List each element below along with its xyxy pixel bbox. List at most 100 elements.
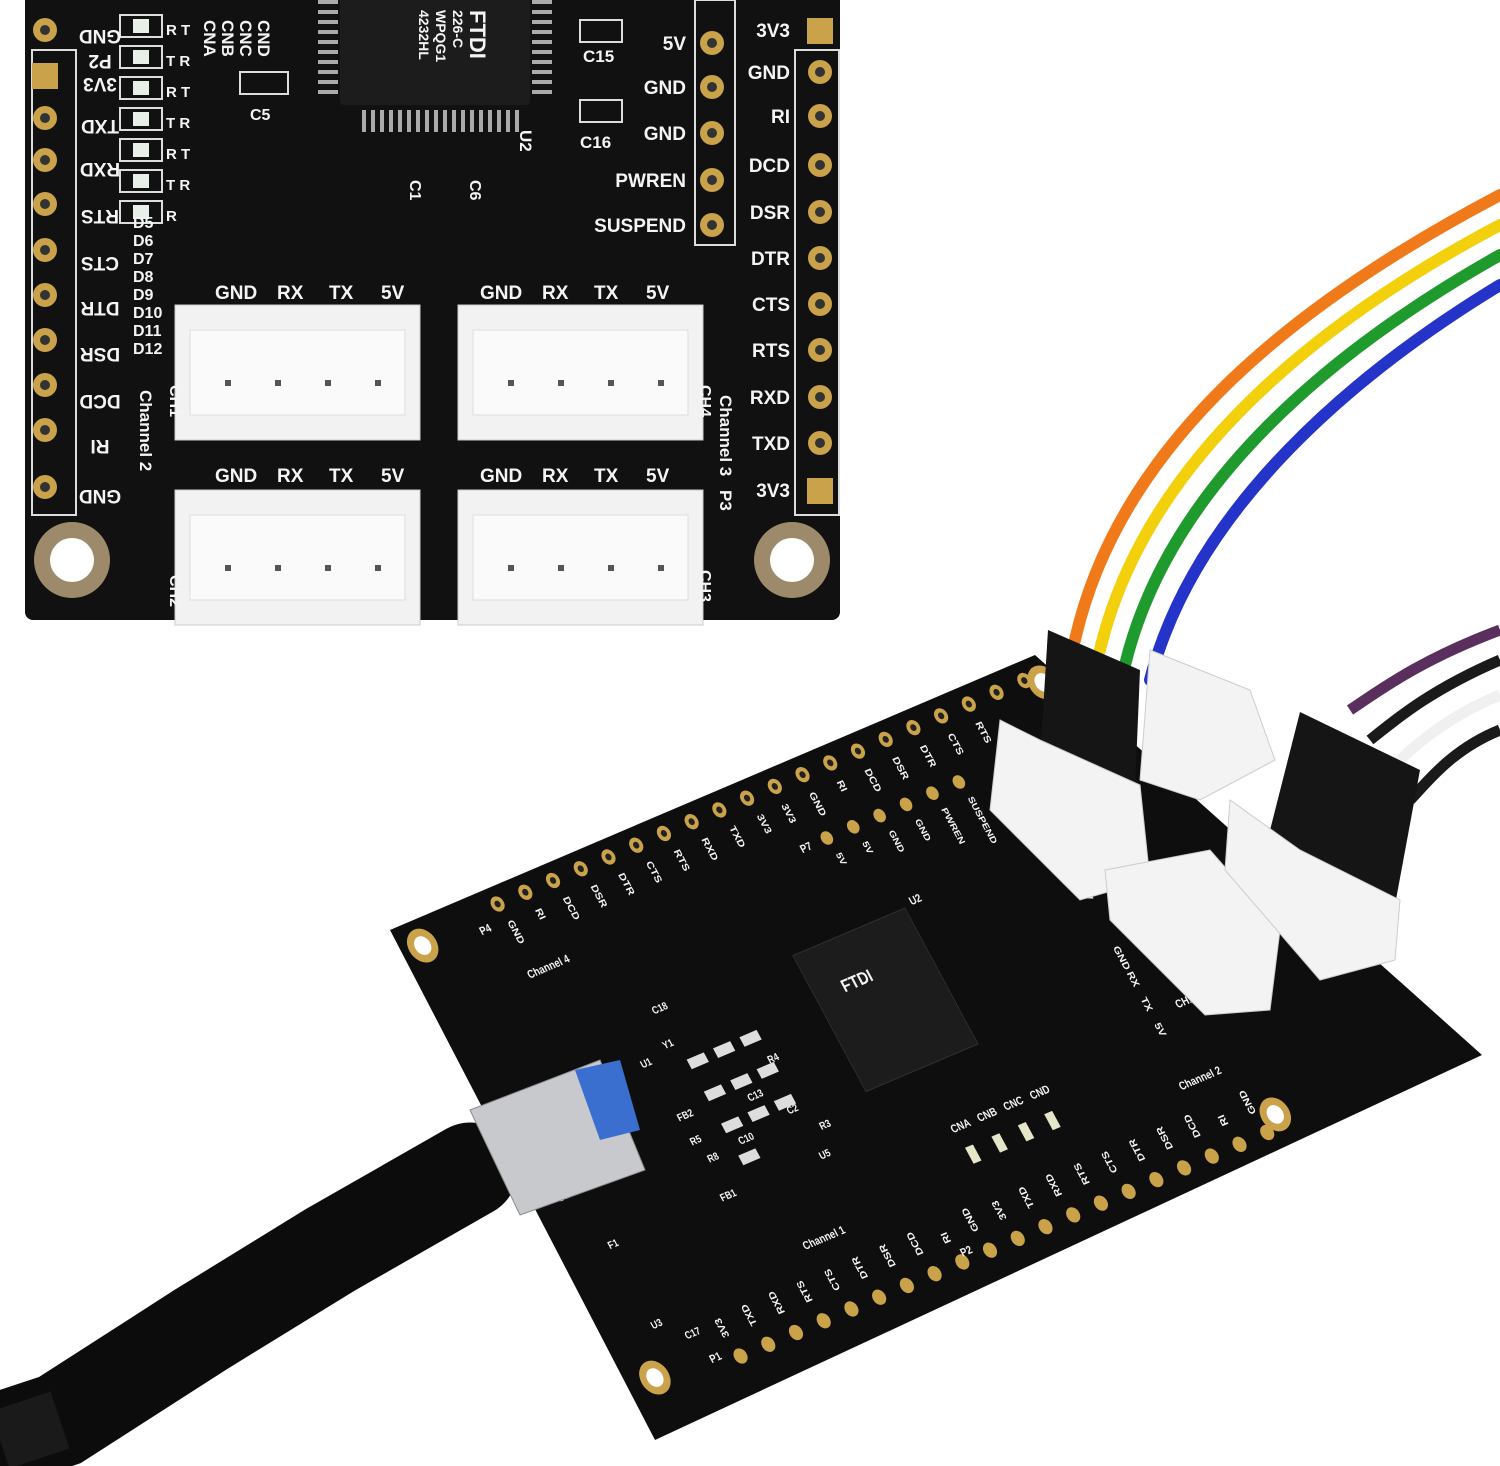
silkscreen-label: DCD xyxy=(749,156,790,177)
silkscreen-label: CH3 xyxy=(696,570,713,602)
silkscreen-label: FB2 xyxy=(675,1107,696,1124)
header-pin xyxy=(899,797,913,812)
chip-marking: WPQG1 xyxy=(433,10,449,62)
jst-connector xyxy=(1224,799,1401,981)
header-pin xyxy=(844,1301,859,1317)
silkscreen-label: GND xyxy=(480,466,522,487)
silkscreen-label: P1 xyxy=(707,1350,724,1366)
silkscreen-label: CH4 xyxy=(696,385,713,417)
header-pin xyxy=(816,1313,831,1329)
silkscreen-label: CNB xyxy=(218,20,237,57)
silkscreen-label: 5V xyxy=(663,34,687,55)
header-pin xyxy=(1066,1207,1081,1223)
silkscreen-label: C5 xyxy=(250,107,271,124)
silkscreen-label: DCD xyxy=(79,390,120,411)
led xyxy=(119,169,163,193)
led xyxy=(119,200,163,224)
silkscreen-label: R T xyxy=(166,146,190,163)
header-pin xyxy=(955,1254,970,1270)
silkscreen-label: 5V xyxy=(646,283,670,304)
silkscreen-label: D11 xyxy=(133,323,162,340)
silkscreen-label: TX xyxy=(329,283,354,304)
header-pin xyxy=(1121,1183,1136,1199)
silkscreen-label: D5 xyxy=(133,215,154,232)
led xyxy=(1017,1122,1035,1142)
silkscreen-label: RI xyxy=(1216,1113,1231,1128)
silkscreen-label: FB1 xyxy=(718,1187,739,1204)
chip-marking: 4232HL xyxy=(416,10,432,60)
smd-resistor xyxy=(773,1093,797,1111)
header-pin xyxy=(1149,1171,1164,1188)
silkscreen-label: RX xyxy=(277,283,304,304)
usb-cable xyxy=(0,1122,518,1466)
chip-marking: FTDI xyxy=(465,10,490,59)
silkscreen-label: R xyxy=(166,208,177,225)
silkscreen-label: C6 xyxy=(466,180,483,201)
header-pin xyxy=(788,1324,804,1341)
silkscreen-label: P3 xyxy=(716,490,735,511)
silkscreen-label: U2 xyxy=(907,892,924,908)
silkscreen-label: GND xyxy=(644,78,686,99)
header-pin xyxy=(846,820,860,834)
smd-resistor xyxy=(739,1029,762,1047)
silkscreen-label: Channel 3 xyxy=(716,395,735,476)
silkscreen-label: D10 xyxy=(133,305,162,322)
silkscreen-label: T R xyxy=(166,53,190,70)
silkscreen-label: D9 xyxy=(133,287,154,304)
silkscreen-label: CTS xyxy=(752,295,790,316)
smd-resistor xyxy=(730,1073,753,1091)
silkscreen-label: CH2 xyxy=(166,575,183,607)
header-pin xyxy=(1010,1230,1025,1247)
silkscreen-label: D7 xyxy=(133,251,154,268)
header-pin xyxy=(1176,1160,1192,1176)
led xyxy=(119,76,163,100)
silkscreen-label: P2 xyxy=(958,1244,975,1260)
silkscreen-label: RI xyxy=(939,1230,954,1245)
silkscreen-label: GND xyxy=(79,485,121,506)
silkscreen-label: D12 xyxy=(133,341,162,358)
silkscreen-label: TX xyxy=(594,283,619,304)
silkscreen-label: RI xyxy=(834,779,849,794)
silkscreen-label: C16 xyxy=(580,133,611,152)
silkscreen-label: RXD xyxy=(750,388,790,409)
led xyxy=(991,1133,1008,1153)
silkscreen-label: RI xyxy=(532,907,547,922)
silkscreen-label: R T xyxy=(166,84,190,101)
led xyxy=(965,1144,982,1164)
silkscreen-label: T R xyxy=(166,177,190,194)
silkscreen-label: C18 xyxy=(650,1000,671,1017)
silkscreen-label: DTR xyxy=(80,297,119,318)
silkscreen-label: RX xyxy=(542,466,569,487)
silkscreen-label: DTR xyxy=(751,249,790,270)
ftdi-chip xyxy=(792,907,979,1093)
smd-resistor xyxy=(713,1041,736,1059)
dupont-housing xyxy=(1040,630,1140,790)
smd-resistor xyxy=(738,1148,761,1166)
silkscreen-label: CH1 xyxy=(166,385,183,417)
header-pin xyxy=(1232,1136,1247,1152)
silkscreen-label: 3V3 xyxy=(756,21,790,42)
silkscreen-label: CTS xyxy=(81,252,119,273)
header-pin xyxy=(761,1336,776,1352)
silkscreen-label: 3V3 xyxy=(83,73,117,94)
silkscreen-label: RXD xyxy=(80,158,120,179)
silkscreen-label: R T xyxy=(166,22,190,39)
inset-board: GNDP23V3TXDRXDRTSCTSDTRDSRDCDRIGNDD5D6D7… xyxy=(25,0,840,626)
silkscreen-label: TX xyxy=(594,466,619,487)
silkscreen-label: D8 xyxy=(133,269,154,286)
silkscreen-label: GND xyxy=(748,63,790,84)
silkscreen-label: CNA xyxy=(200,20,219,57)
led xyxy=(119,138,163,162)
led xyxy=(119,14,163,38)
silkscreen-label: D6 xyxy=(133,233,154,250)
header-pin xyxy=(1038,1219,1053,1235)
silkscreen-label: RI xyxy=(771,107,790,128)
led xyxy=(1044,1110,1061,1131)
silkscreen-label: GND xyxy=(79,25,121,46)
header-pin xyxy=(1093,1195,1108,1211)
led xyxy=(119,107,163,131)
silkscreen-label: Channel 2 xyxy=(136,390,155,471)
jst-connector xyxy=(1104,849,1281,1016)
